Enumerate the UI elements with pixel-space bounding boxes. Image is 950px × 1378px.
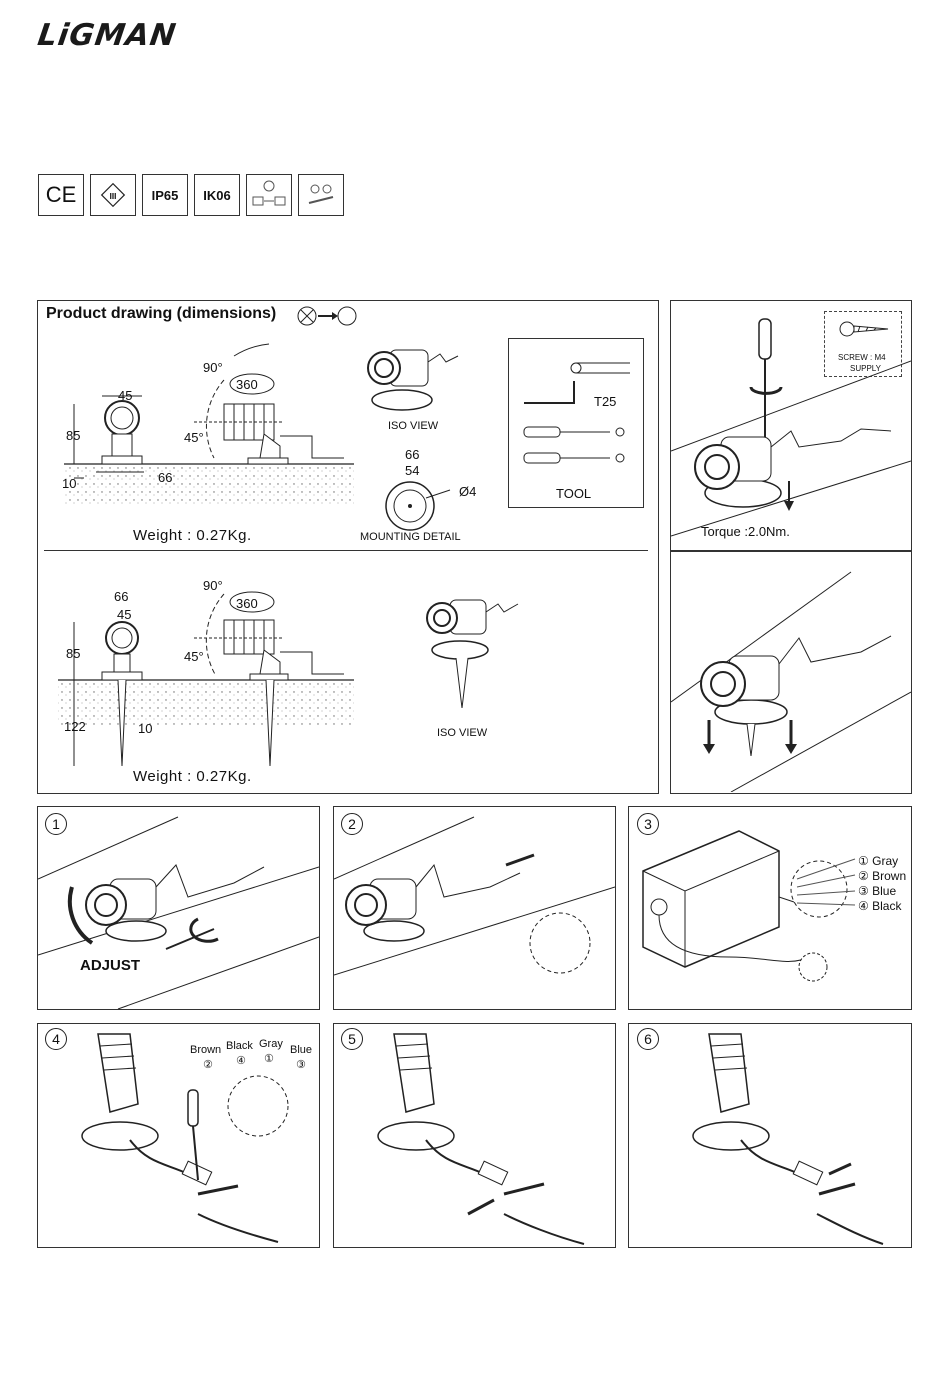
mount-inner-dim: 54: [405, 463, 420, 478]
iso-view-label: ISO VIEW: [437, 727, 488, 739]
step-2-drawing: [334, 816, 615, 976]
step-1-panel: [37, 806, 320, 1010]
rotation-angle: 360: [236, 596, 258, 611]
wire-color: Black: [226, 1040, 253, 1052]
rotation-angle: 360: [236, 377, 258, 392]
wire-item-brown: Brown: [190, 1044, 221, 1056]
step-5-drawing: [377, 1033, 585, 1245]
wire-number: ③: [296, 1059, 306, 1071]
drawing-title: Product drawing (dimensions): [46, 305, 277, 322]
section-divider: [44, 550, 648, 551]
wire-color: Blue: [872, 884, 897, 898]
dim-length: 66: [158, 470, 173, 485]
tilt-low-angle: 45°: [184, 430, 204, 445]
dim-height: 85: [66, 646, 81, 661]
step-number: 4: [45, 1028, 67, 1050]
step-number: 6: [637, 1028, 659, 1050]
iso-view-spike: [426, 599, 519, 709]
wire-number: ④: [236, 1055, 246, 1067]
wire-color: Gray: [259, 1038, 283, 1050]
wire-item-black: Black: [226, 1040, 253, 1052]
dim-height: 85: [66, 428, 81, 443]
tilt-angle: 90°: [203, 578, 223, 593]
install-surface-panel: [670, 300, 912, 551]
install-surface-drawing: [671, 318, 911, 537]
wire-number: ②: [858, 869, 869, 883]
brand-logo: LiGMAN: [35, 18, 179, 53]
torque-label: Torque :2.0Nm.: [701, 524, 790, 539]
wire-number: ①: [264, 1053, 274, 1065]
ce-mark-icon: CE: [38, 174, 84, 216]
cert-label: III: [110, 192, 117, 201]
driver-compat-icon: [246, 174, 292, 216]
mounting-detail-label: MOUNTING DETAIL: [360, 531, 461, 543]
tilt-angle: 90°: [203, 360, 223, 375]
cert-label: IK06: [203, 187, 231, 203]
supply-label: SUPPLY: [850, 364, 881, 373]
wire-color: Blue: [290, 1044, 313, 1056]
wire-item-black: ④ Black: [858, 899, 901, 913]
step-number: 3: [637, 813, 659, 835]
step-6-drawing: [692, 1033, 884, 1245]
wire-number: ③: [858, 884, 869, 898]
surface-weight: Weight : 0.27Kg.: [133, 527, 252, 544]
step-4-drawing: [81, 1033, 289, 1243]
mounting-detail-drawing: [385, 481, 451, 531]
screw-label: SCREW : M4: [838, 353, 886, 362]
spike-mount-drawing: [58, 591, 354, 767]
wire-color: Gray: [872, 854, 899, 868]
cert-label: CE: [45, 182, 77, 207]
dim-outer-width: 66: [114, 589, 129, 604]
tool-label: TOOL: [556, 486, 592, 501]
ip-rating-badge: IP65: [142, 174, 188, 216]
iso-view-surface: [367, 349, 459, 411]
tool-drawing: [523, 362, 630, 464]
step-6-panel: [628, 1023, 912, 1248]
ik-rating-badge: IK06: [194, 174, 240, 216]
dim-width: 45: [118, 388, 133, 403]
tool-key-label: T25: [594, 394, 617, 409]
iso-view-label: ISO VIEW: [388, 420, 439, 432]
step-number: 5: [341, 1028, 363, 1050]
install-spike-drawing: [671, 571, 911, 792]
diamond-shape: III: [100, 182, 126, 208]
step-3-drawing: [642, 830, 856, 982]
tilt-low-angle: 45°: [184, 649, 204, 664]
adjust-label: ADJUST: [80, 957, 141, 974]
tool-swap-icon: [297, 306, 357, 326]
dim-depth: 10: [138, 721, 153, 736]
wire-color: Black: [872, 899, 902, 913]
wire-item-gray: Gray: [259, 1038, 283, 1050]
wire-item-blue: Blue: [290, 1044, 312, 1056]
step-1-drawing: [38, 816, 319, 1009]
wire-item-blue: ③ Blue: [858, 884, 896, 898]
cert-label: IP65: [151, 187, 179, 203]
wire-number: ②: [203, 1059, 213, 1071]
tool-icon: [298, 174, 344, 216]
step-number: 1: [45, 813, 67, 835]
dim-spike-length: 122: [64, 719, 86, 734]
wire-item-gray: ① Gray: [858, 854, 898, 868]
mount-hole-dim: Ø4: [459, 484, 477, 499]
step-number: 2: [341, 813, 363, 835]
screw-supply-box: [824, 311, 902, 377]
wire-number: ①: [858, 854, 869, 868]
class-iii-icon: III: [90, 174, 136, 216]
dim-depth: 10: [62, 476, 77, 491]
wire-item-brown: ② Brown: [858, 869, 906, 883]
wire-number: ④: [858, 899, 869, 913]
screw-icon: [839, 321, 889, 337]
wire-color: Brown: [190, 1044, 222, 1056]
mount-outer-dim: 66: [405, 447, 420, 462]
spike-weight: Weight : 0.27Kg.: [133, 768, 252, 785]
dim-width: 45: [117, 607, 132, 622]
wire-color: Brown: [872, 869, 907, 883]
surface-mount-drawing: [64, 343, 354, 504]
